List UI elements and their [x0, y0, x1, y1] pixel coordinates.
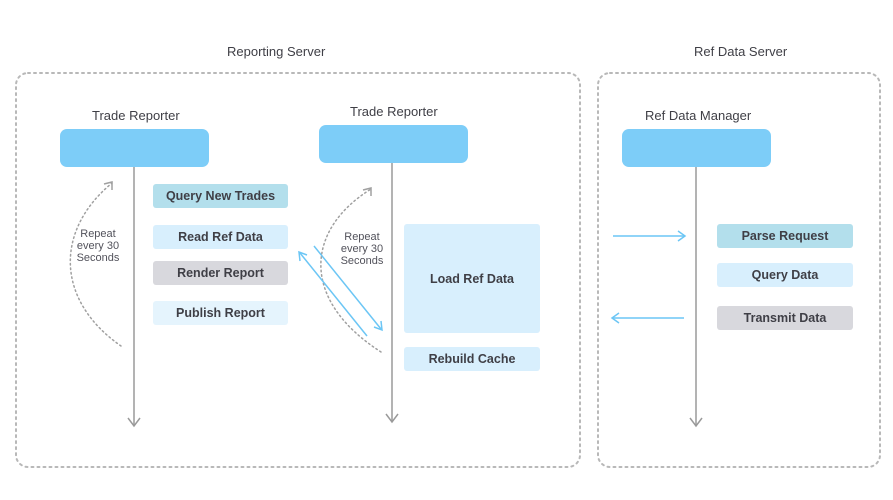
- message-arrow-request: [313, 245, 383, 332]
- repeat-note-2-line-3: Seconds: [340, 255, 384, 267]
- repeat-note-1-line-2: every 30: [76, 240, 120, 252]
- message-arrow-from-ref-data: [610, 312, 684, 324]
- repeat-note-2: Repeat every 30 Seconds: [332, 231, 392, 267]
- message-arrow-to-ref-data: [613, 230, 687, 242]
- lifeline-trade-reporter-1: [127, 167, 141, 428]
- step-render-report[interactable]: Render Report: [153, 261, 288, 285]
- step-publish-report[interactable]: Publish Report: [153, 301, 288, 325]
- reporting-server-boundary: [15, 72, 581, 468]
- ref-data-server-boundary: [597, 72, 881, 468]
- message-arrow-response: [298, 250, 368, 337]
- step-transmit-data[interactable]: Transmit Data: [717, 306, 853, 330]
- step-rebuild-cache[interactable]: Rebuild Cache: [404, 347, 540, 371]
- step-query-data[interactable]: Query Data: [717, 263, 853, 287]
- step-query-new-trades[interactable]: Query New Trades: [153, 184, 288, 208]
- lifeline-ref-data-manager: [689, 167, 703, 428]
- repeat-note-2-line-2: every 30: [340, 243, 384, 255]
- step-parse-request[interactable]: Parse Request: [717, 224, 853, 248]
- repeat-note-1: Repeat every 30 Seconds: [68, 228, 128, 264]
- actor-box-trade-reporter-2[interactable]: [319, 125, 468, 163]
- repeat-note-2-line-1: Repeat: [344, 231, 380, 243]
- actor-label-trade-reporter-2: Trade Reporter: [350, 104, 438, 119]
- actor-label-ref-data-manager: Ref Data Manager: [645, 108, 752, 123]
- actor-box-trade-reporter-1[interactable]: [60, 129, 209, 167]
- lifeline-trade-reporter-2: [385, 163, 399, 424]
- step-read-ref-data[interactable]: Read Ref Data: [153, 225, 288, 249]
- repeat-loop-arrow-2: [320, 187, 382, 353]
- repeat-note-1-line-3: Seconds: [76, 252, 120, 264]
- repeat-loop-arrow-1: [69, 181, 122, 347]
- step-load-ref-data[interactable]: Load Ref Data: [404, 224, 540, 333]
- actor-box-ref-data-manager[interactable]: [622, 129, 771, 167]
- actor-label-trade-reporter-1: Trade Reporter: [92, 108, 180, 123]
- group-label-reporting-server: Reporting Server: [227, 44, 326, 59]
- group-label-ref-data-server: Ref Data Server: [694, 44, 788, 59]
- repeat-note-1-line-1: Repeat: [80, 228, 116, 240]
